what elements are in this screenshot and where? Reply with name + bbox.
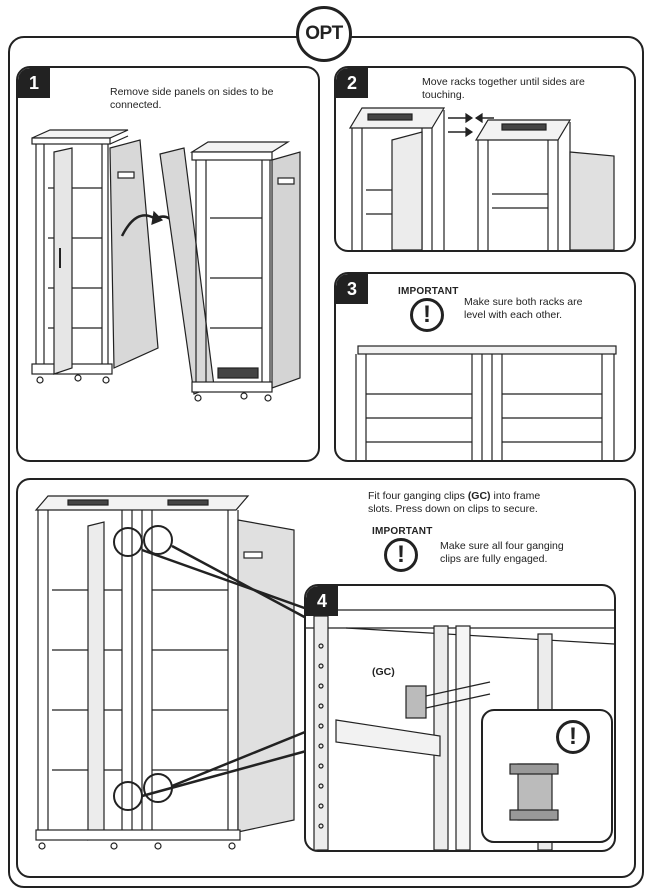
- step4-number: 4: [306, 586, 338, 616]
- step2-number: 2: [336, 68, 368, 98]
- step3-illustration: [355, 345, 617, 460]
- step4-intro-line2: slots. Press down on clips to secure.: [368, 503, 538, 515]
- step3-number: 3: [336, 274, 368, 304]
- step4-detail-illustration: [306, 609, 614, 850]
- step3-panel: 3 IMPORTANT ! Make sure both racks are l…: [334, 272, 636, 462]
- step2-text-line2: touching.: [422, 89, 465, 101]
- step4-intro-line1-text: Fit four ganging clips: [368, 490, 465, 502]
- gc-callout-label: (GC): [372, 666, 395, 678]
- opt-badge: OPT: [296, 6, 352, 62]
- step4-detail-panel: 4 (GC) !: [304, 584, 616, 852]
- gc-code: (GC): [467, 490, 491, 502]
- step1-number: 1: [18, 68, 50, 98]
- step4-important-label: IMPORTANT: [372, 526, 433, 537]
- step3-important-label: IMPORTANT: [398, 286, 459, 297]
- step1-illustration: [31, 129, 301, 402]
- step2-panel: 2 Move racks together until sides are to…: [334, 66, 636, 252]
- step4-note-line1: Make sure all four ganging: [440, 540, 564, 552]
- alert-icon: !: [384, 538, 418, 572]
- step3-text-line2: level with each other.: [464, 309, 563, 321]
- opt-label: OPT: [305, 23, 343, 44]
- step4-intro-line1-end: into frame: [493, 490, 541, 502]
- step4-intro-line1: Fit four ganging clips (GC) into frame: [368, 490, 540, 503]
- step4-note-line2: clips are fully engaged.: [440, 553, 548, 565]
- alert-icon: !: [556, 720, 590, 754]
- step1-panel: 1 Remove side panels on sides to be conn…: [16, 66, 320, 462]
- step1-text-line1: Remove side panels on sides to be: [110, 86, 274, 98]
- step2-text-line1: Move racks together until sides are: [422, 76, 585, 88]
- step4-rack-illustration: [34, 495, 311, 850]
- step2-illustration: [348, 107, 615, 250]
- step3-text-line1: Make sure both racks are: [464, 296, 583, 308]
- step1-text-line2: connected.: [110, 99, 162, 111]
- alert-icon: !: [410, 298, 444, 332]
